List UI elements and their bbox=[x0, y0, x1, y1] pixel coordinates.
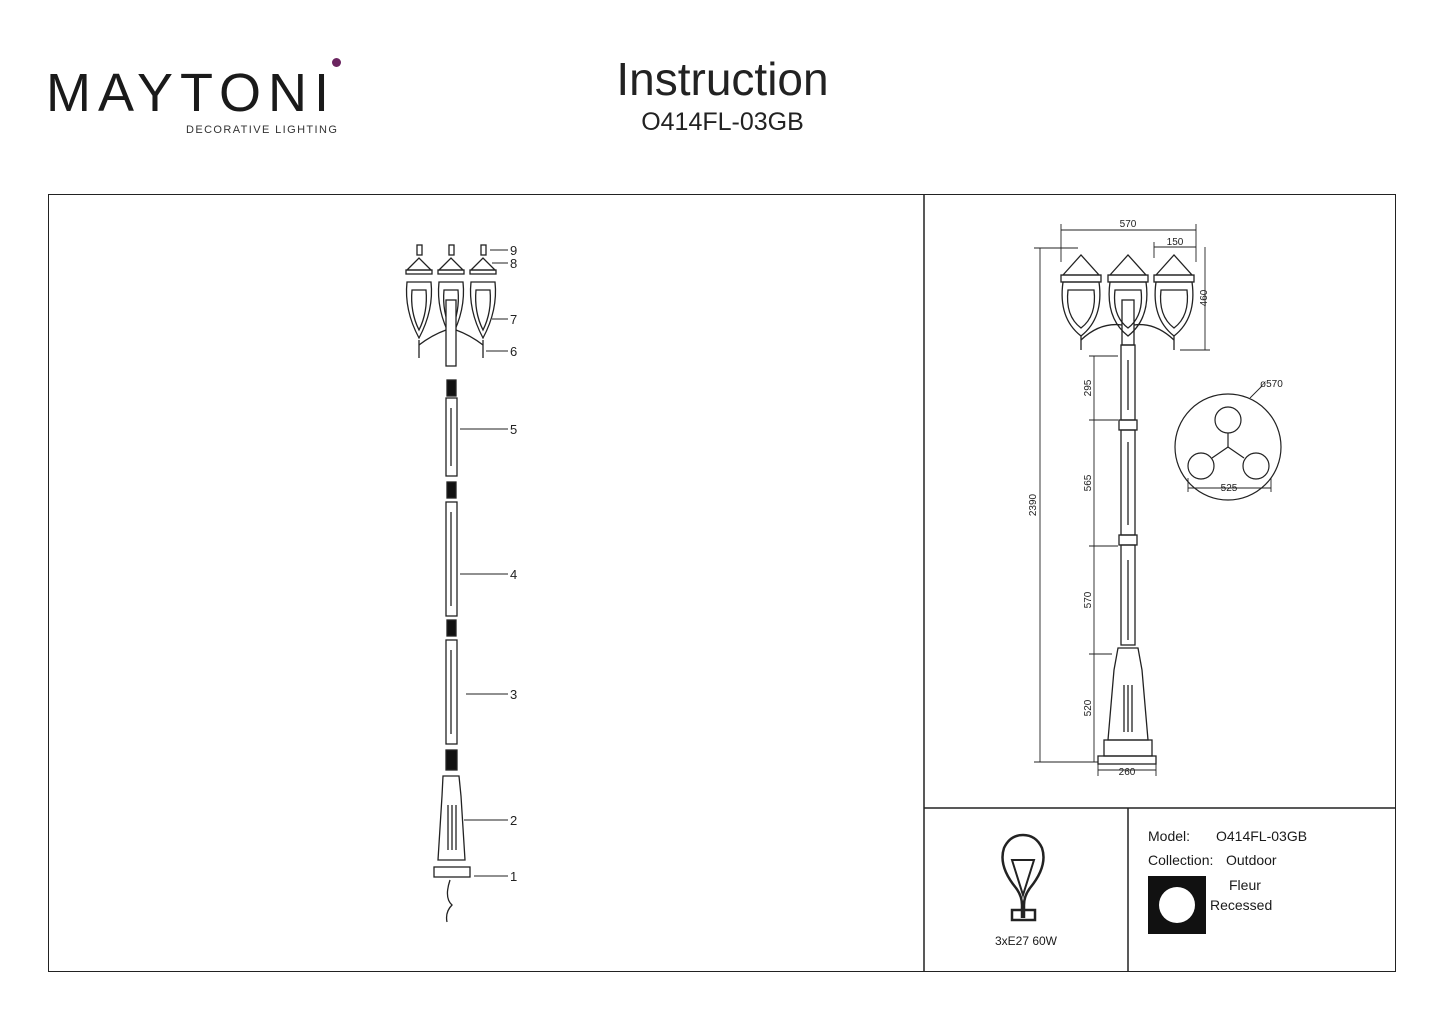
assembled-lamp bbox=[1060, 254, 1195, 765]
dimension-labels: 570 150 460 2390 295 565 570 520 260 bbox=[1028, 219, 1210, 778]
part-number-6: 6 bbox=[510, 344, 517, 359]
part-number-1: 1 bbox=[510, 869, 517, 884]
part-number-9: 9 bbox=[510, 243, 517, 258]
recessed-mount-icon bbox=[1148, 876, 1206, 934]
collection-value: Outdoor bbox=[1226, 852, 1277, 868]
lamp-caps bbox=[405, 257, 497, 275]
dim-base-width: 260 bbox=[1119, 767, 1136, 778]
dim-arm-offset: 150 bbox=[1167, 237, 1184, 248]
plan-view bbox=[1174, 385, 1282, 501]
brand-name: MAYTONI bbox=[46, 63, 337, 123]
family-name: Fleur bbox=[1229, 877, 1261, 893]
part-number-4: 4 bbox=[510, 567, 517, 582]
brand-tagline: DECORATIVE LIGHTING bbox=[186, 124, 339, 136]
page-title: Instruction bbox=[616, 53, 829, 105]
brand-logo: MAYTONI bbox=[46, 58, 346, 138]
dim-top-width: 570 bbox=[1120, 219, 1137, 230]
dim-segment-3: 570 bbox=[1083, 591, 1094, 608]
dim-head-height: 460 bbox=[1199, 289, 1210, 306]
mount-type: Recessed bbox=[1210, 897, 1273, 913]
product-code: O414FL-03GB bbox=[641, 108, 804, 136]
part-number-3: 3 bbox=[510, 687, 517, 702]
finials bbox=[416, 244, 487, 256]
dim-plan-width: 525 bbox=[1221, 483, 1238, 494]
exploded-view bbox=[405, 244, 497, 923]
part-number-8: 8 bbox=[510, 256, 517, 271]
part-number-2: 2 bbox=[510, 813, 517, 828]
dimension-lines bbox=[1034, 224, 1210, 776]
dim-plan-diameter: ø570 bbox=[1260, 379, 1283, 390]
light-bulb-icon bbox=[1001, 833, 1045, 922]
dim-segment-2: 565 bbox=[1083, 474, 1094, 491]
dim-segment-1: 295 bbox=[1083, 379, 1094, 396]
dim-segment-4: 520 bbox=[1083, 699, 1094, 716]
model-label: Model: bbox=[1148, 828, 1191, 844]
model-value: O414FL-03GB bbox=[1216, 828, 1308, 844]
part-number-7: 7 bbox=[510, 312, 517, 327]
collection-label: Collection: bbox=[1148, 852, 1214, 868]
part-numbers: 9 8 7 6 5 4 3 2 1 bbox=[510, 243, 517, 884]
bulb-spec: 3xE27 60W bbox=[994, 934, 1058, 948]
logo-dot bbox=[332, 58, 341, 67]
part-number-5: 5 bbox=[510, 422, 517, 437]
dim-overall-height: 2390 bbox=[1028, 493, 1039, 516]
arm-bracket bbox=[418, 299, 484, 367]
leader-lines bbox=[460, 249, 508, 877]
drawing-frame bbox=[48, 194, 1396, 972]
